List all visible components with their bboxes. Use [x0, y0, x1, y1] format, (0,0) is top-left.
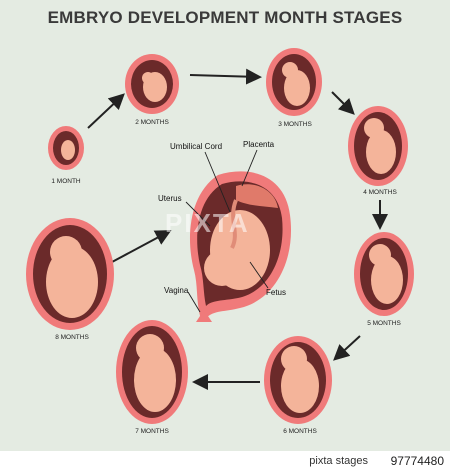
arrow-3-to-4: [331, 91, 355, 115]
stage-8-uterus: [26, 218, 114, 330]
stage-1-embryo: [61, 140, 75, 160]
arrow-1-to-2: [87, 93, 125, 129]
stage-3-fetus: [284, 70, 310, 106]
central-fetus-head: [204, 250, 240, 286]
stage-2-uterus: [125, 54, 179, 114]
stage-1-label: 1 MONTH: [51, 178, 81, 185]
page-title: EMBRYO DEVELOPMENT MONTH STAGES: [47, 8, 403, 27]
stage-7-fetus: [134, 348, 176, 412]
umbilical-cord-label: Umbilical Cord: [170, 142, 223, 151]
stage-4-uterus: [348, 106, 408, 186]
umbilical-cord: [230, 199, 238, 249]
central-uterus: [189, 171, 292, 322]
stage-2-label: 2 MONTHS: [135, 119, 169, 126]
stage-3-label: 3 MONTHS: [278, 121, 312, 128]
stage-5-fetus: [371, 256, 403, 304]
fetus-line: [249, 261, 269, 289]
placenta: [236, 184, 278, 208]
placenta-line: [241, 149, 258, 187]
stage-7-label: 7 MONTHS: [135, 428, 169, 435]
uterus-label: Uterus: [158, 194, 182, 203]
footer-bar: pixta stages 97774480: [0, 451, 450, 469]
arrow-5-to-6: [333, 335, 361, 361]
stage-8-label: 8 MONTHS: [55, 334, 89, 341]
fetus-label: Fetus: [266, 288, 287, 297]
stage-4-label: 4 MONTHS: [363, 189, 397, 196]
callout-lines: [185, 149, 269, 313]
stage-6-uterus: [264, 336, 332, 424]
stage-6-label: 6 MONTHS: [283, 428, 317, 435]
stage-5-label: 5 MONTHS: [367, 320, 401, 327]
vagina: [196, 316, 212, 322]
umbilical-cord-line: [204, 151, 231, 213]
arrow-8-to-center: [111, 230, 172, 263]
stage-1-uterus: [48, 126, 84, 170]
vagina-label: Vagina: [164, 286, 189, 295]
stage-3-uterus: [266, 48, 322, 116]
stage-6-fetus: [281, 359, 319, 413]
arrows: [87, 68, 388, 390]
footer-brand: pixta stages: [309, 455, 368, 467]
stage-7-uterus: [116, 320, 188, 424]
placenta-label: Placenta: [243, 140, 275, 149]
stage-4-fetus: [366, 130, 396, 174]
footer-image-id: 97774480: [390, 454, 444, 468]
watermark: PIXTA: [165, 208, 250, 238]
vagina-line: [187, 291, 201, 313]
uterus-line: [185, 201, 211, 227]
arrow-2-to-3: [189, 68, 262, 85]
stage-5-uterus: [354, 232, 414, 316]
